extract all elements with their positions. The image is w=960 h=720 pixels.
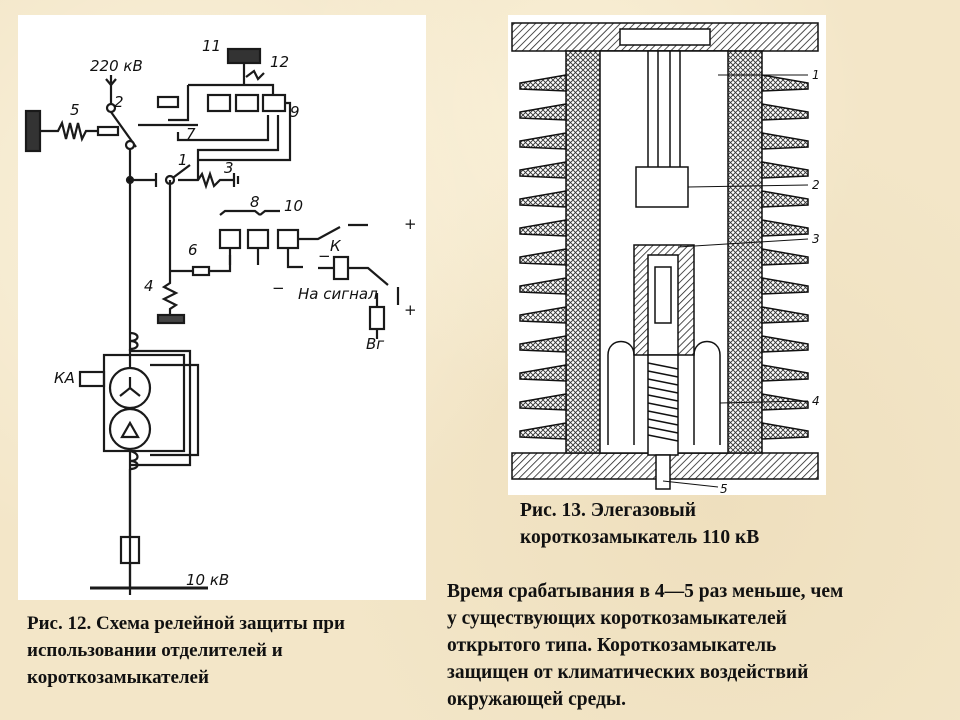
insulator-shed: [761, 190, 809, 208]
caption-line: Рис. 12. Схема релейной защиты при: [27, 613, 345, 634]
description-line: у существующих короткозамыкателей: [447, 608, 787, 629]
figure-12-caption: Рис. 12. Схема релейной защиты при испол…: [27, 610, 437, 691]
relay-protection-diagram: 220 кВ 10 кВ 5 2 7 1 3 11 12 9 8 10 6 4 …: [18, 15, 426, 600]
description-line: Время срабатывания в 4—5 раз меньше, чем: [447, 581, 844, 602]
insulator-shed: [519, 103, 567, 121]
insulator-shed: [761, 74, 809, 92]
label-k: К: [330, 237, 342, 255]
insulator-shed: [761, 277, 809, 295]
insulator-shed: [519, 248, 567, 266]
label-10: 10: [284, 197, 303, 215]
insulator-shed: [519, 422, 567, 440]
insulator-shed: [519, 190, 567, 208]
label-9: 9: [290, 103, 300, 121]
label-minus-bottom: −: [272, 279, 285, 297]
label-plus-bottom: +: [404, 301, 417, 319]
caption-line: Рис. 13. Элегазовый: [520, 500, 696, 521]
description-text: Время срабатывания в 4—5 раз меньше, чем…: [447, 578, 947, 713]
label-minus-left: −: [318, 247, 331, 265]
insulator-shed: [519, 74, 567, 92]
label-1: 1: [178, 151, 188, 169]
label-8: 8: [250, 193, 260, 211]
caption-line: короткозамыкателей: [27, 667, 209, 688]
insulator-shed: [519, 277, 567, 295]
label-5: 5: [70, 101, 80, 119]
insulator-shed: [519, 132, 567, 150]
part-label-2: 2: [812, 178, 820, 192]
part-label-3: 3: [812, 232, 820, 246]
label-3: 3: [224, 159, 234, 177]
insulator-shed: [761, 161, 809, 179]
insulator-shed: [761, 422, 809, 440]
sf6-shortcircuiter-drawing: 1 2 3 4 5: [508, 15, 826, 496]
description-line: открытого типа. Короткозамыкатель: [447, 635, 777, 656]
description-line: защищен от климатических воздействий: [447, 662, 809, 683]
figure-13-caption: Рис. 13. Элегазовый короткозамыкатель 11…: [520, 497, 840, 551]
label-6: 6: [188, 241, 198, 259]
label-plus-top: +: [404, 215, 417, 233]
insulator-shed: [519, 161, 567, 179]
part-label-5: 5: [720, 482, 728, 495]
label-12: 12: [270, 53, 289, 71]
insulator-shed: [761, 248, 809, 266]
part-label-1: 1: [812, 68, 820, 82]
insulator-shed: [761, 219, 809, 237]
insulator-shed: [761, 364, 809, 382]
part-label-4: 4: [812, 394, 820, 408]
insulator-shed: [519, 335, 567, 353]
label-bg: Вг: [366, 335, 384, 353]
cross-section-drawing: 1 2 3 4 5: [511, 22, 820, 496]
label-signal: На сигнал: [298, 285, 378, 303]
schematic-drawing: 220 кВ 10 кВ 5 2 7 1 3 11 12 9 8 10 6 4 …: [24, 37, 417, 595]
insulator-shed: [519, 364, 567, 382]
insulator-shed: [761, 103, 809, 121]
label-ka: КА: [54, 369, 75, 387]
label-11: 11: [202, 37, 221, 55]
insulator-shed: [519, 306, 567, 324]
insulator-shed: [761, 132, 809, 150]
insulator-shed: [761, 306, 809, 324]
insulator-shed: [761, 335, 809, 353]
description-line: окружающей среды.: [447, 689, 626, 710]
caption-line: короткозамыкатель 110 кВ: [520, 527, 760, 548]
label-7: 7: [186, 125, 196, 143]
label-4: 4: [144, 277, 154, 295]
label-220kv: 220 кВ: [90, 57, 143, 75]
insulator-shed: [519, 393, 567, 411]
insulator-shed: [519, 219, 567, 237]
label-10kv: 10 кВ: [186, 571, 229, 589]
label-2: 2: [114, 93, 124, 111]
caption-line: использовании отделителей и: [27, 640, 283, 661]
